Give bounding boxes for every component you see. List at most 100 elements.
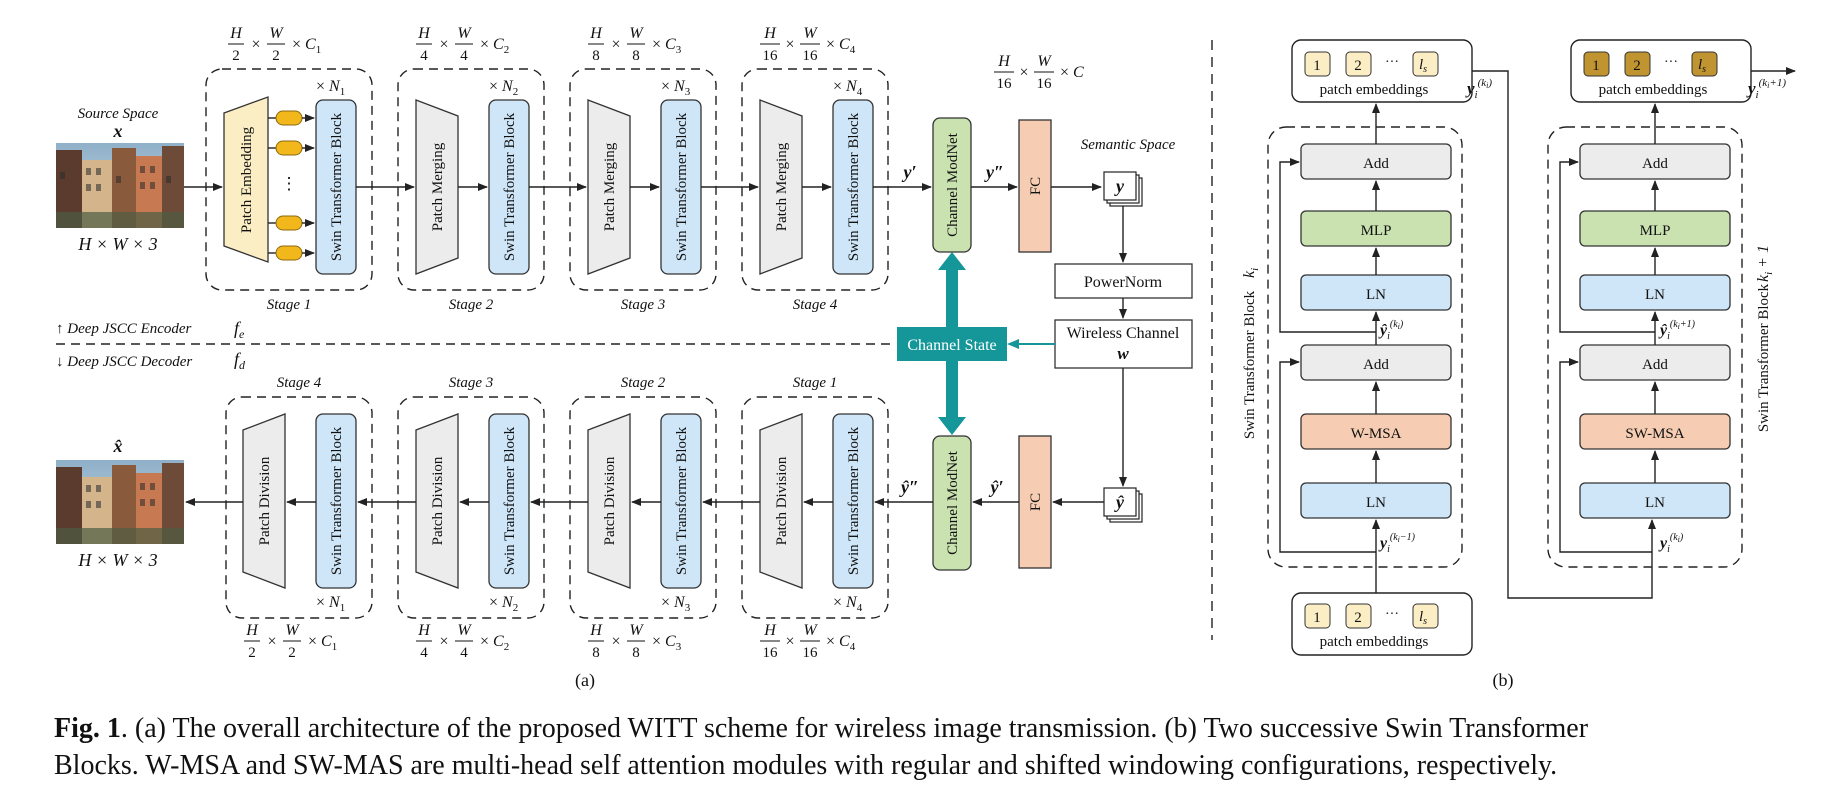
svg-text:2: 2 [288,645,296,661]
fc-label: FC [1028,177,1044,195]
svg-text:8: 8 [632,645,640,661]
svg-text:×: × [1019,64,1028,81]
channel-state-box [897,327,1007,361]
patch-embeddings-out-2: 1 2 ··· ls patch embeddings [1570,39,1752,103]
channel-modnet-decoder [932,435,972,571]
patch-division-label: Patch Division [774,456,790,545]
stage-dims: H 8 × W 8 × C3 [588,25,682,64]
svg-text:×: × [785,633,794,650]
svg-text:LN: LN [1366,495,1386,511]
svg-text:1: 1 [1313,58,1321,74]
svg-text:···: ··· [1385,55,1399,70]
fc-encoder [1018,119,1052,253]
fd-label: fd [234,349,246,372]
svg-text:Add: Add [1363,156,1389,172]
svg-text:W: W [457,622,472,639]
stage-dims: H 4 × W 4 × C2 [416,25,509,64]
patch-merging-block [759,99,803,275]
svg-text:LN: LN [1645,287,1665,303]
svg-text:SW-MSA: SW-MSA [1625,426,1684,442]
svg-text:× C4: × C4 [826,633,856,653]
swin-transformer-block [488,413,530,589]
patch-division-block [587,413,631,589]
svg-text:8: 8 [592,48,600,64]
swin-block-label: Swin Transformer Block [674,426,690,575]
svg-text:H: H [229,25,243,42]
svg-text:× C2: × C2 [480,36,509,56]
fc-decoder [1018,435,1052,569]
svg-text:H: H [417,622,431,639]
x-label: x [113,121,123,141]
svg-text:×: × [785,36,794,53]
patch-division-label: Patch Division [257,456,273,545]
patch-embedding-label: Patch Embedding [239,126,255,233]
stage-dims: H 16 × W 16 × C4 [760,622,856,661]
y-out-label-1: yi(ki) [1465,77,1492,101]
repeat-count: × N4 [833,78,863,98]
token-ellipsis: ⋮ [281,174,298,193]
patch-division-block [759,413,803,589]
stage-dims: H 2 × W 2 × C1 [228,25,321,64]
svg-text:LN: LN [1366,287,1386,303]
swin-block-label: Swin Transformer Block [846,426,862,575]
decoder-stage-4: Stage 4 Swin Transformer Block Patch Div… [225,375,373,661]
y-feature-stack: y [1103,171,1143,207]
channel-modnet-label: Channel ModNet [945,450,961,555]
swin-block-1-name: Swin Transformer Block [1242,290,1258,439]
svg-text:×: × [611,36,620,53]
encoder-stage-1: Stage 1 Patch Embedding ⋮ Swin Transform… [205,25,373,313]
svg-text:× C: × C [1060,64,1084,81]
svg-text:W: W [269,25,284,42]
svg-text:···: ··· [1664,55,1678,70]
output-x-label: x̂ [113,436,123,456]
swin-block-label: Swin Transformer Block [329,112,345,261]
swin-transformer-block [832,413,874,589]
stage-label: Stage 4 [277,375,322,391]
svg-text:16: 16 [997,76,1013,92]
encoder-stage-3: Stage 3 Patch Merging Swin Transformer B… [569,25,717,313]
svg-text:W-MSA: W-MSA [1351,426,1402,442]
svg-text:× C3: × C3 [652,36,682,56]
decoder-stage-3: Stage 3 Swin Transformer Block Patch Div… [397,375,545,661]
stage-dims: H 8 × W 8 × C3 [588,622,682,661]
swin-block-2-name: Swin Transformer Block [1756,283,1772,432]
y-prime-label: y′ [901,162,916,182]
svg-text:Add: Add [1642,156,1668,172]
svg-text:8: 8 [632,48,640,64]
svg-text:2: 2 [232,48,240,64]
svg-text:× C2: × C2 [480,633,509,653]
caption-fig-label: Fig. 1 [54,713,121,744]
svg-text:×: × [267,633,276,650]
panel-b-sublabel: (b) [1493,670,1514,691]
svg-text:×: × [439,633,448,650]
y-in-label-2: yi(ki) [1658,532,1684,555]
block-connector [1472,70,1656,599]
svg-text:MLP: MLP [1640,223,1671,239]
repeat-count: × N2 [489,594,518,614]
stage-label: Stage 2 [621,375,666,391]
svg-text:× C1: × C1 [308,633,337,653]
token-column: ⋮ [268,110,315,261]
w-label: w [1117,344,1129,363]
source-space-label: Source Space [78,106,159,122]
patch-merging-label: Patch Merging [602,142,618,231]
svg-text:×: × [611,633,620,650]
swin-transformer-block [315,413,357,589]
channel-state-arrows [938,252,966,435]
y-hat-prime-label: ŷ′ [988,477,1003,497]
encoder-label: ↑ Deep JSCC Encoder [56,321,192,337]
svg-text:4: 4 [420,48,428,64]
stage-label: Stage 3 [621,297,666,313]
powernorm-box [1054,263,1193,299]
y-out-label-2: yi(ki+1) [1746,77,1786,101]
svg-text:Add: Add [1642,357,1668,373]
stage-label: Stage 1 [267,297,312,313]
output-dims: H × W × 3 [77,550,157,570]
stage-label: Stage 2 [449,297,494,313]
swin-transformer-block [660,413,702,589]
svg-text:ŷ: ŷ [1114,492,1125,512]
repeat-count: × N4 [833,594,863,614]
svg-text:1: 1 [1592,58,1600,74]
caption-line-1: Fig. 1. (a) The overall architecture of … [54,710,1824,747]
figure-caption: Fig. 1. (a) The overall architecture of … [54,710,1824,784]
